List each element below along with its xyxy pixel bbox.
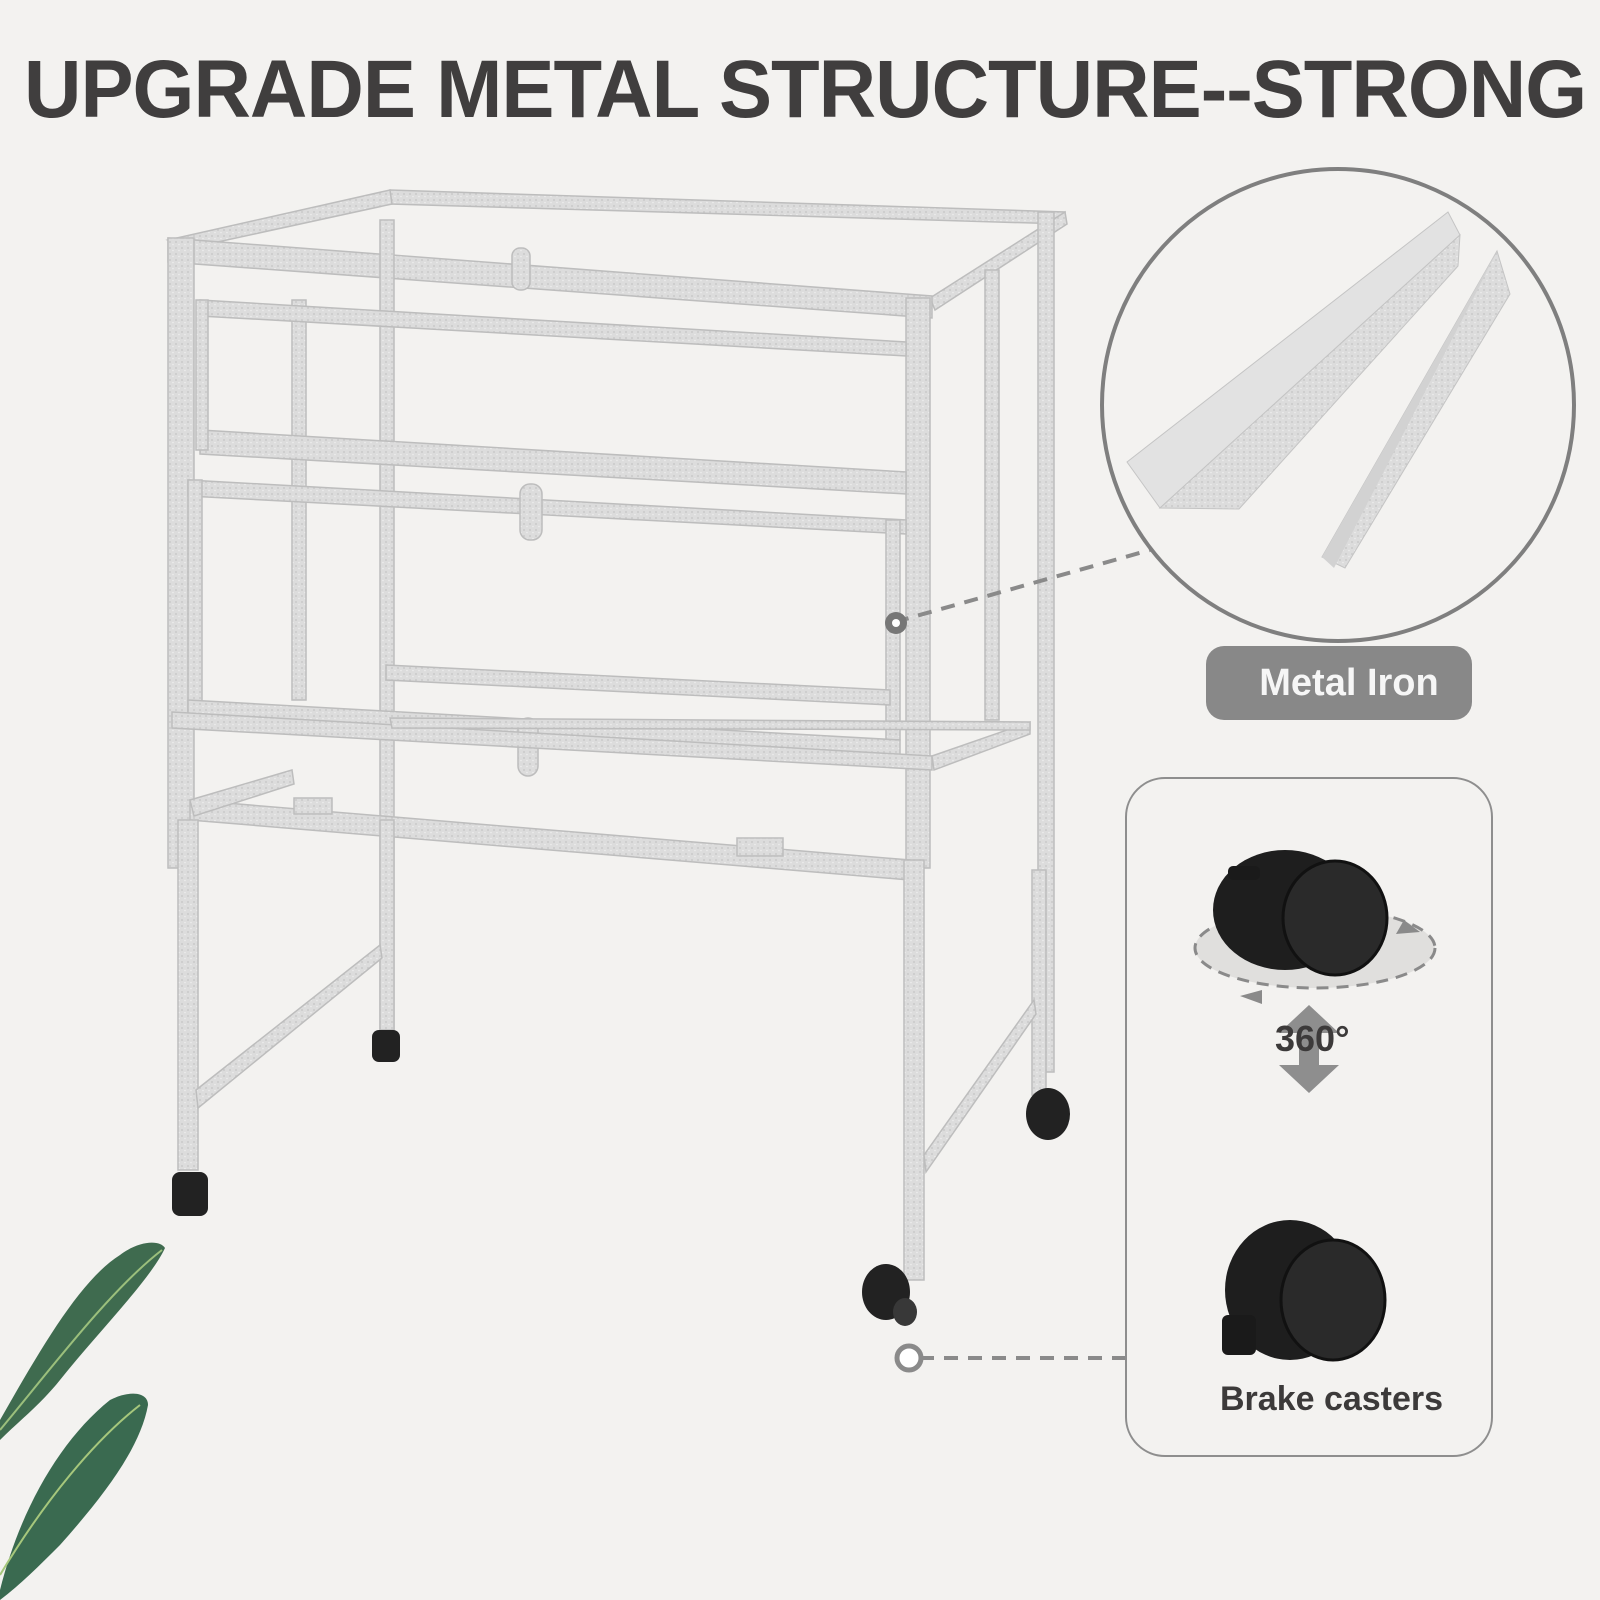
vertical-double-arrow-icon bbox=[1279, 1005, 1339, 1093]
rotation-label: 360° bbox=[1275, 1018, 1350, 1059]
metal-iron-callout-circle bbox=[1100, 167, 1576, 643]
material-callout-connector bbox=[885, 548, 1151, 634]
metal-iron-label: Metal Iron bbox=[1259, 661, 1439, 704]
metal-iron-badge: Metal Iron bbox=[1206, 646, 1472, 720]
brake-casters-label: Brake casters bbox=[1220, 1380, 1444, 1418]
cart-frame bbox=[165, 189, 1068, 1281]
page-title: UPGRADE METAL STRUCTURE--STRONG bbox=[24, 44, 1587, 135]
cart-casters bbox=[172, 1030, 1070, 1326]
caster-feature-panel bbox=[1125, 777, 1493, 1457]
brake-callout-connector bbox=[894, 1343, 1126, 1373]
brake-caster-illustration bbox=[1222, 1220, 1387, 1362]
swivel-caster-illustration bbox=[1193, 850, 1437, 1004]
banana-leaf-decoration bbox=[0, 1242, 165, 1600]
